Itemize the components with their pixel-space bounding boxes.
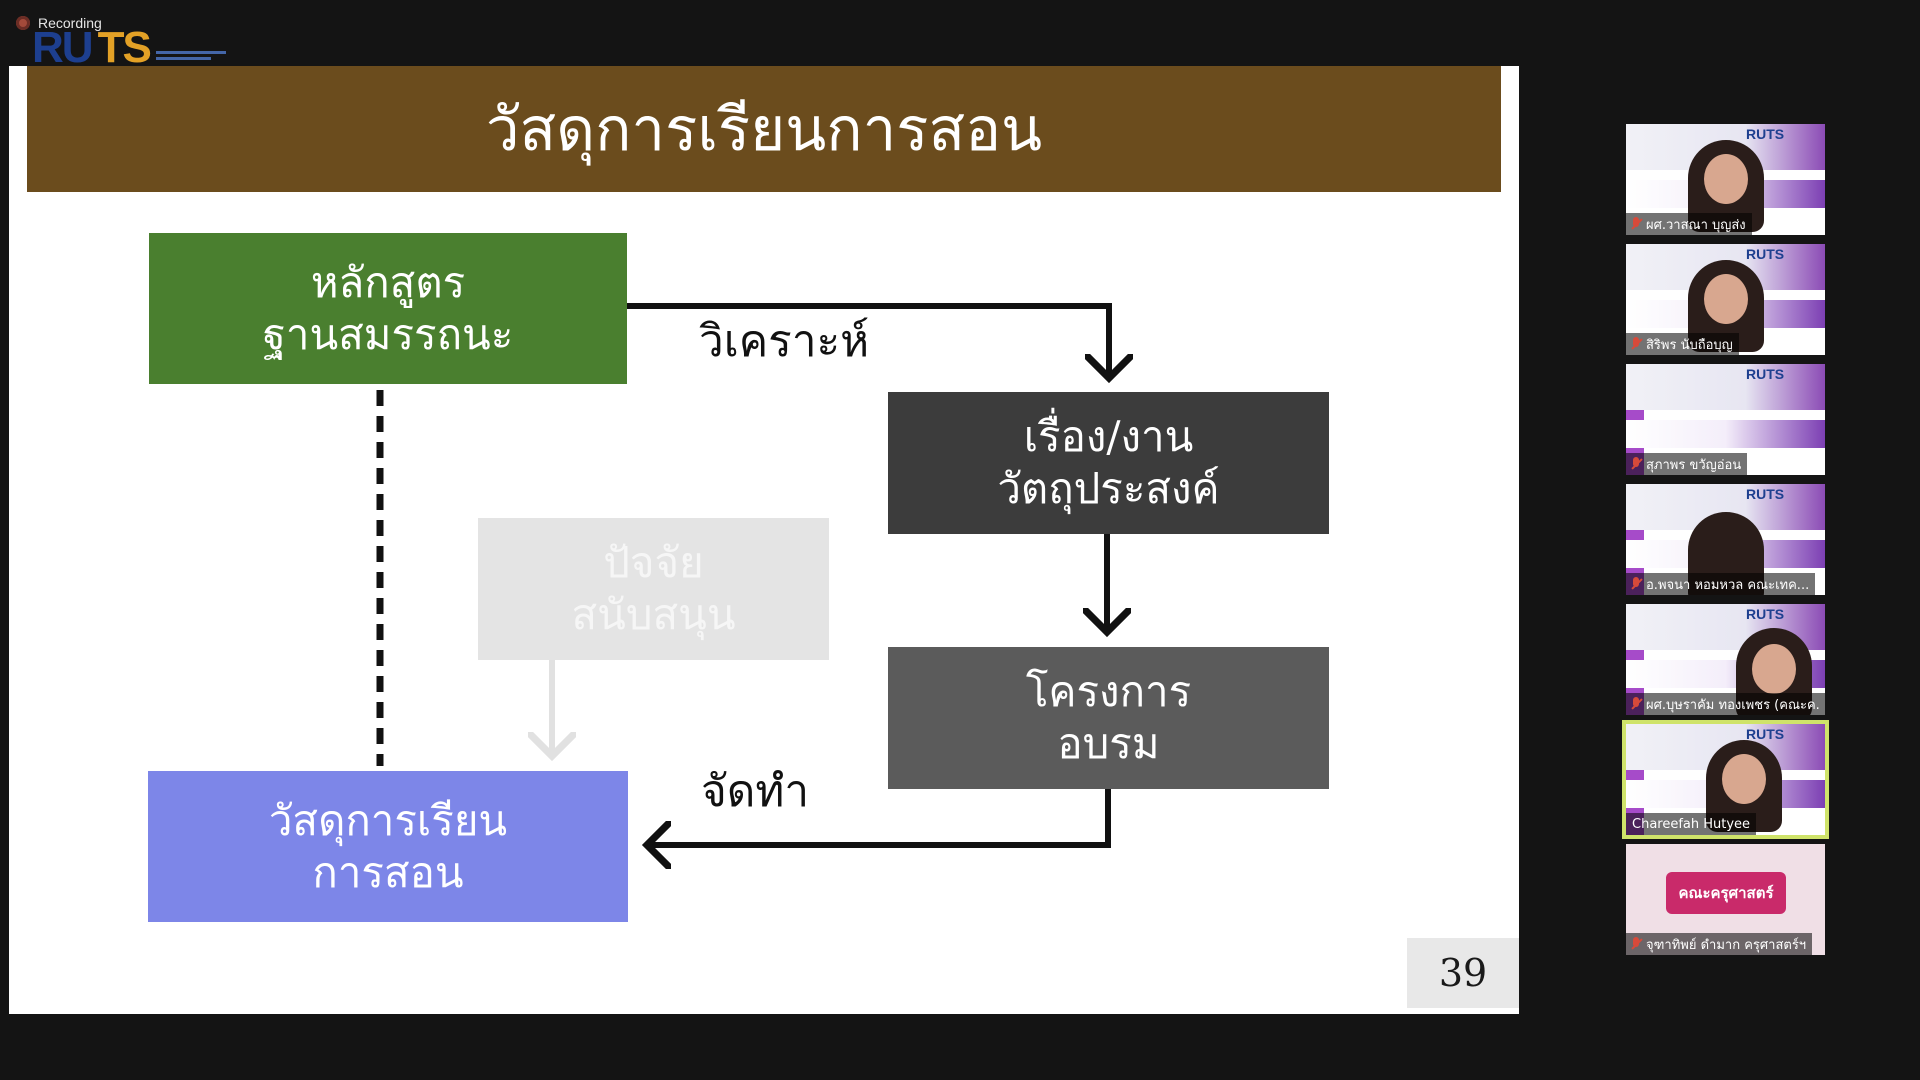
edge-label-analyze: วิเคราะห์: [699, 316, 870, 367]
tile-logo: RUTS: [1746, 366, 1785, 382]
box-training-project: โครงการ อบรม: [888, 647, 1329, 789]
logo-text-ts: TS: [97, 23, 152, 72]
faculty-banner: คณะครุศาสตร์: [1666, 872, 1786, 914]
participant-face: [1722, 754, 1766, 804]
presentation-slide: วัสดุการเรียนการสอน หลักสูตร ฐานสมรรถนะ …: [9, 66, 1519, 1014]
participant-name: ผศ.วาสณา บุญส่ง: [1646, 217, 1746, 233]
tile-logo: RUTS: [1746, 606, 1785, 622]
tile-background: [1626, 364, 1825, 410]
participant-name-row: ผศ.บุษราคัม ทองเพชร (คณะค...: [1626, 693, 1825, 715]
participant-name-row: อ.พจนา หอมหวล คณะเทค...: [1626, 573, 1816, 595]
logo-subtitle-graphic: [155, 49, 226, 66]
participant-face: [1704, 154, 1748, 204]
mic-muted-icon: [1630, 337, 1642, 351]
participant-name-row: ผศ.วาสณา บุญส่ง: [1626, 213, 1752, 235]
mic-muted-icon: [1630, 577, 1642, 591]
participant-face: [1752, 644, 1796, 694]
participant-tile[interactable]: RUTS สิริพร นับถือบุญ: [1626, 244, 1825, 355]
box-support-factors: ปัจจัย สนับสนุน: [478, 518, 829, 660]
tile-logo: RUTS: [1746, 126, 1785, 142]
arrow-curriculum-to-topic: [627, 303, 1109, 378]
slide-title-bar: วัสดุการเรียนการสอน: [27, 66, 1501, 192]
record-icon: [16, 16, 30, 30]
arrow-project-to-material: [647, 789, 1111, 845]
mic-muted-icon: [1630, 217, 1642, 231]
participant-tile-active-speaker[interactable]: RUTS Chareefah Hutyee: [1622, 720, 1829, 839]
participant-name: สุภาพร ขวัญอ่อน: [1646, 457, 1742, 473]
mic-muted-icon: [1630, 457, 1642, 471]
logo-text-ru: RU: [32, 23, 94, 72]
box-teaching-material: วัสดุการเรียน การสอน: [148, 771, 628, 922]
participant-name: Chareefah Hutyee: [1632, 816, 1751, 832]
participant-name-row: Chareefah Hutyee: [1626, 813, 1757, 835]
participant-name-row: จุฑาทิพย์ ดำมาก ครุศาสตร์ฯ: [1626, 933, 1813, 955]
participant-name: จุฑาทิพย์ ดำมาก ครุศาสตร์ฯ: [1646, 937, 1807, 953]
participant-face: [1704, 274, 1748, 324]
tile-background-band: [1626, 420, 1825, 448]
mic-muted-icon: [1630, 697, 1642, 711]
box-competency-curriculum: หลักสูตร ฐานสมรรถนะ: [149, 233, 627, 384]
participant-tile[interactable]: RUTS สุภาพร ขวัญอ่อน: [1626, 364, 1825, 475]
tile-logo: RUTS: [1746, 246, 1785, 262]
participant-name-row: สิริพร นับถือบุญ: [1626, 333, 1739, 355]
participant-tile[interactable]: RUTS ผศ.วาสณา บุญส่ง: [1626, 124, 1825, 235]
participant-name-row: สุภาพร ขวัญอ่อน: [1626, 453, 1748, 475]
participant-tile[interactable]: คณะครุศาสตร์ จุฑาทิพย์ ดำมาก ครุศาสตร์ฯ: [1626, 844, 1825, 955]
slide-title: วัสดุการเรียนการสอน: [485, 94, 1043, 165]
recording-label: Recording: [38, 15, 102, 31]
participant-tile[interactable]: RUTS อ.พจนา หอมหวล คณะเทค...: [1626, 484, 1825, 595]
participant-name: ผศ.บุษราคัม ทองเพชร (คณะค...: [1646, 697, 1821, 713]
participant-name: สิริพร นับถือบุญ: [1646, 337, 1733, 353]
participant-tile[interactable]: RUTS ผศ.บุษราคัม ทองเพชร (คณะค...: [1626, 604, 1825, 715]
box-topic-objective: เรื่อง/งาน วัตถุประสงค์: [888, 392, 1329, 534]
mic-muted-icon: [1630, 937, 1642, 951]
recording-indicator: Recording: [16, 15, 102, 31]
participant-name: อ.พจนา หอมหวล คณะเทค...: [1646, 577, 1810, 593]
flow-connectors: [376, 303, 1519, 1014]
edge-label-make: จัดทำ: [701, 766, 810, 817]
tile-logo: RUTS: [1746, 726, 1785, 742]
tile-logo: RUTS: [1746, 486, 1785, 502]
slide-page-number: 39: [1407, 938, 1519, 1008]
